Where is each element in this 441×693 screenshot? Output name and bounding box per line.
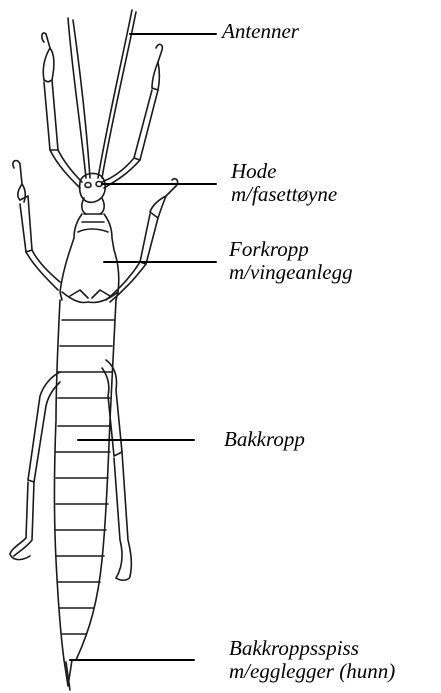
leader-lines xyxy=(70,34,216,660)
hind-leg-left xyxy=(10,372,60,560)
abdomen xyxy=(55,300,117,690)
label-antenner: Antenner xyxy=(222,20,299,43)
label-bakkroppsspiss-title: Bakkroppsspiss xyxy=(229,637,395,660)
hind-leg-right xyxy=(102,360,131,580)
label-bakkroppsspiss-subtitle: m/egglegger (hunn) xyxy=(229,660,395,683)
antennae xyxy=(68,10,136,178)
label-forkropp-subtitle: m/vingeanlegg xyxy=(229,261,353,284)
front-leg-left xyxy=(42,33,82,188)
label-forkropp-title: Forkropp xyxy=(229,238,353,261)
thorax xyxy=(60,214,119,303)
label-antenner-text: Antenner xyxy=(222,20,299,43)
label-bakkropp: Bakkropp xyxy=(224,428,305,451)
label-bakkroppsspiss: Bakkroppsspiss m/egglegger (hunn) xyxy=(229,637,395,683)
label-hode: Hode m/fasettøyne xyxy=(231,160,337,206)
label-bakkropp-text: Bakkropp xyxy=(224,428,305,451)
middle-leg-left xyxy=(13,161,60,290)
front-leg-right xyxy=(102,44,162,188)
label-hode-title: Hode xyxy=(231,160,337,183)
head xyxy=(80,173,106,214)
middle-leg-right xyxy=(106,179,178,302)
label-forkropp: Forkropp m/vingeanlegg xyxy=(229,238,353,284)
label-hode-subtitle: m/fasettøyne xyxy=(231,183,337,206)
